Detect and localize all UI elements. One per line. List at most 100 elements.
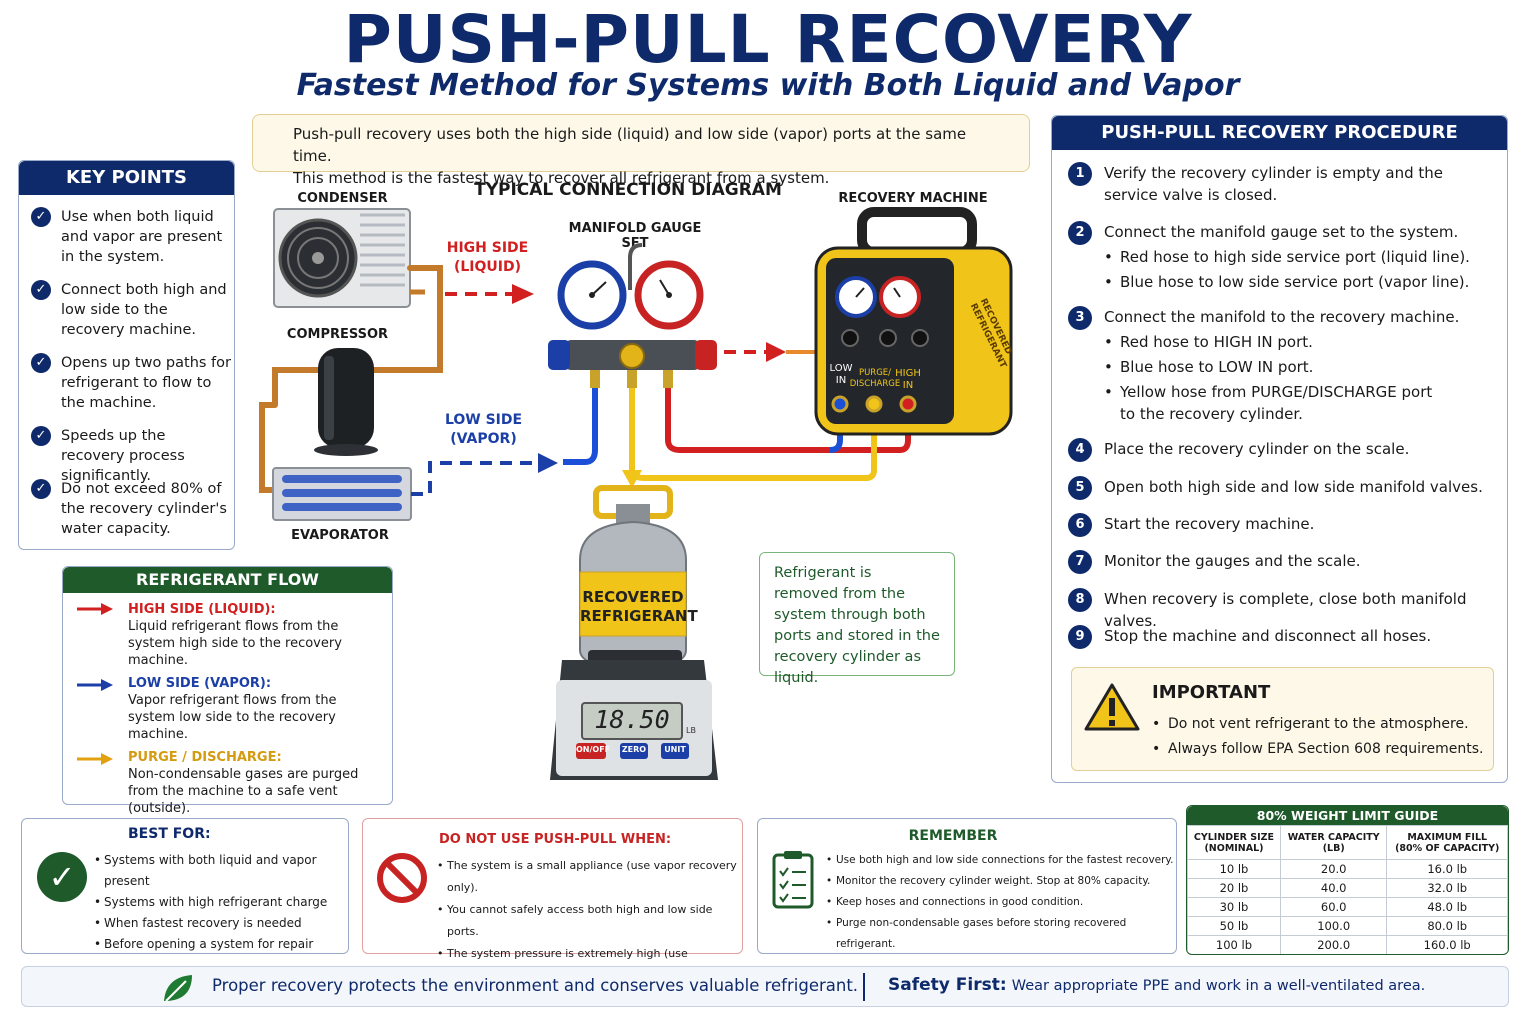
- scale-on-off-button: ON/OFF: [576, 745, 611, 754]
- cylinder-label: RECOVERED REFRIGERANT: [580, 588, 698, 626]
- evaporator-icon: [272, 467, 412, 521]
- refrigerant-flow-title: REFRIGERANT FLOW: [63, 567, 392, 593]
- key-point: ✓ Speeds up the recovery process signific…: [31, 426, 231, 486]
- scale-zero-button: ZERO: [621, 745, 647, 754]
- step-text: Monitor the gauges and the scale.: [1104, 552, 1361, 570]
- step-number: 5: [1068, 476, 1092, 500]
- flow-low-label: LOW SIDE (VAPOR):: [128, 676, 272, 691]
- port-low-label: LOW IN: [826, 363, 856, 387]
- check-icon: ✓: [31, 426, 51, 446]
- step-number: 6: [1068, 513, 1092, 537]
- step-text: Open both high side and low side manifol…: [1104, 478, 1483, 496]
- step-text: Place the recovery cylinder on the scale…: [1104, 440, 1410, 458]
- scale-unit-button: UNIT: [664, 745, 686, 754]
- weight-limit-guide: 80% WEIGHT LIMIT GUIDE CYLINDER SIZE(NOM…: [1186, 805, 1509, 955]
- key-point-text: Opens up two paths for refrigerant to fl…: [61, 355, 231, 411]
- best-for-item: Systems with both liquid and vapor prese…: [94, 850, 344, 892]
- footer-divider: [863, 973, 865, 1001]
- remember-title: REMEMBER: [908, 828, 998, 844]
- flow-low-text: Vapor refrigerant flows from the system …: [128, 693, 337, 742]
- flow-high-text: Liquid refrigerant flows from the system…: [128, 619, 342, 668]
- step-number: 3: [1068, 306, 1092, 330]
- yellow-arrow-icon: [77, 753, 113, 765]
- scale-readout: 18.50: [594, 705, 670, 734]
- remember-item: Monitor the recovery cylinder weight. St…: [826, 871, 1174, 892]
- procedure-title: PUSH-PULL RECOVERY PROCEDURE: [1052, 116, 1507, 150]
- footer-bar: Proper recovery protects the environment…: [21, 966, 1509, 1007]
- intro-line-2: This method is the fastest way to recove…: [293, 169, 830, 187]
- high-side-label: HIGH SIDE (LIQUID): [440, 239, 535, 277]
- safety-text: Wear appropriate PPE and work in a well-…: [1011, 978, 1426, 994]
- weight-guide-title: 80% WEIGHT LIMIT GUIDE: [1187, 806, 1508, 825]
- remember-item: Keep hoses and connections in good condi…: [826, 892, 1174, 913]
- flow-purge-text: Non-condensable gases are purged from th…: [128, 767, 359, 816]
- compressor-icon: [314, 348, 378, 456]
- key-point-text: Connect both high and low side to the re…: [61, 282, 227, 338]
- port-low-line2: IN: [835, 375, 847, 386]
- checkmark-icon: ✓: [37, 852, 87, 902]
- procedure-step: 5 Open both high side and low side manifo…: [1068, 476, 1488, 500]
- step-sub-item: Yellow hose from PURGE/DISCHARGE port to…: [1104, 381, 1444, 425]
- high-side-label-line2: (LIQUID): [453, 259, 522, 275]
- diagram-title: TYPICAL CONNECTION DIAGRAM: [474, 180, 782, 200]
- step-sub-item: Red hose to high side service port (liqu…: [1104, 246, 1470, 268]
- remember-item: Purge non-condensable gases before stori…: [826, 913, 1174, 955]
- intro-line-1: Push-pull recovery uses both the high si…: [293, 125, 967, 165]
- scale-icon: [550, 650, 718, 780]
- best-for-title: BEST FOR:: [128, 826, 211, 842]
- key-point: ✓Use when both liquid and vapor are pres…: [31, 207, 231, 267]
- key-point-text: Do not exceed 80% of the recovery cylind…: [61, 481, 227, 537]
- step-text: Verify the recovery cylinder is empty an…: [1104, 164, 1444, 204]
- footer-message: Proper recovery protects the environment…: [212, 976, 859, 995]
- step-sub-item: Red hose to HIGH IN port.: [1104, 331, 1313, 353]
- recovery-cylinder-icon: [579, 485, 687, 670]
- step-number: 8: [1068, 588, 1092, 612]
- condenser-label: CONDENSER: [297, 191, 388, 206]
- low-side-label-line1: LOW SIDE: [444, 412, 523, 428]
- blue-arrow-icon: [77, 679, 113, 691]
- key-point: ✓ Connect both high and low side to the r…: [31, 280, 231, 340]
- key-points-panel: KEY POINTS ✓Use when both liquid and vap…: [18, 160, 235, 550]
- step-sub-item: Blue hose to low side service port (vapo…: [1104, 271, 1469, 293]
- step-text: Connect the manifold to the recovery mac…: [1104, 308, 1460, 326]
- do-not-use-item: You cannot safely access both high and l…: [437, 899, 739, 943]
- low-side-label: LOW SIDE (VAPOR): [436, 411, 531, 449]
- flow-item-low: [75, 677, 115, 696]
- scale-unit: LB: [686, 726, 696, 735]
- col-header-fill: MAXIMUM FILL(80% OF CAPACITY): [1386, 825, 1508, 860]
- step-text: Connect the manifold gauge set to the sy…: [1104, 223, 1459, 241]
- best-for-item: Systems with high refrigerant charge: [94, 892, 344, 913]
- low-side-label-line2: (VAPOR): [450, 431, 517, 447]
- do-not-use-title: DO NOT USE PUSH-PULL WHEN:: [439, 832, 672, 847]
- port-low-line1: LOW: [829, 363, 853, 374]
- best-for-item: Before opening a system for repair: [94, 934, 344, 955]
- check-icon: ✓: [31, 280, 51, 300]
- important-item: Always follow EPA Section 608 requiremen…: [1152, 738, 1483, 760]
- important-title: IMPORTANT: [1152, 682, 1271, 703]
- compressor-label: COMPRESSOR: [286, 327, 389, 342]
- port-purge-line1: PURGE/: [858, 368, 892, 378]
- key-point-text: Speeds up the recovery process significa…: [61, 428, 185, 484]
- do-not-use-panel: DO NOT USE PUSH-PULL WHEN: The system is…: [362, 818, 743, 982]
- port-high-line2: IN: [902, 380, 914, 391]
- manifold-label: MANIFOLD GAUGE SET: [568, 221, 702, 251]
- key-point: ✓Opens up two paths for refrigerant to f…: [31, 353, 231, 413]
- check-icon: ✓: [31, 207, 51, 227]
- intro-box: Push-pull recovery uses both the high si…: [252, 114, 1030, 187]
- important-box: IMPORTANT Do not vent refrigerant to the…: [1071, 667, 1494, 771]
- page-subtitle: Fastest Method for Systems with Both Liq…: [296, 68, 1240, 103]
- manifold-gauge-icon: [548, 243, 717, 388]
- key-point: ✓Do not exceed 80% of the recovery cylin…: [31, 479, 231, 539]
- port-high-line1: HIGH: [895, 368, 921, 379]
- col-header-cylinder: CYLINDER SIZE(NOMINAL): [1187, 825, 1281, 860]
- flow-high-label: HIGH SIDE (LIQUID):: [128, 602, 276, 617]
- key-points-title: KEY POINTS: [19, 161, 234, 195]
